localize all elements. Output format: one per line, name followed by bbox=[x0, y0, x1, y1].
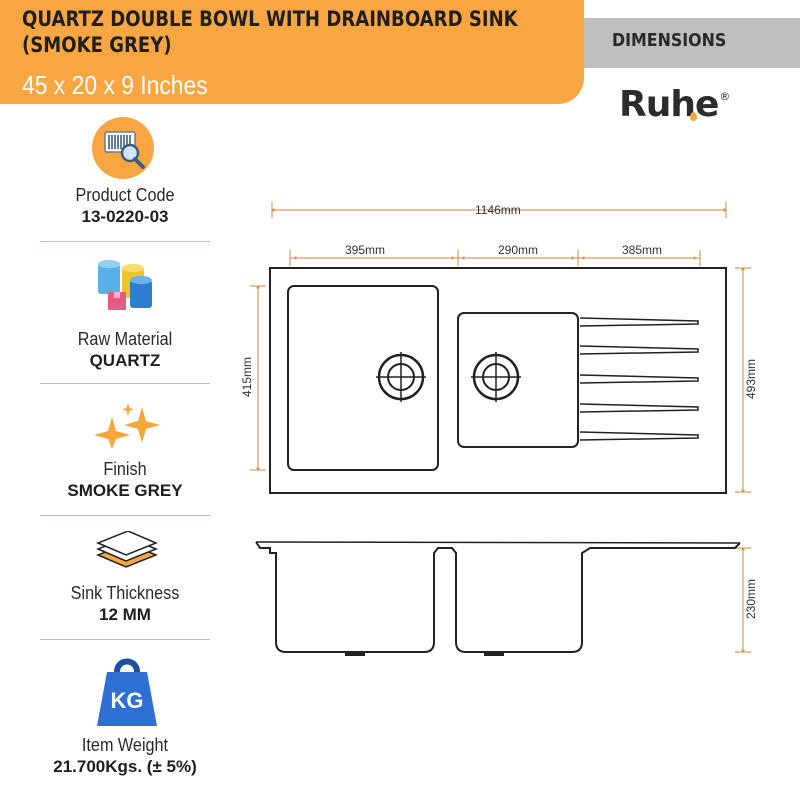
spec-label: Product Code bbox=[75, 185, 175, 205]
barcode-magnifier-icon bbox=[92, 117, 154, 179]
dimensions-tab bbox=[584, 18, 800, 68]
brand-logo: Ruhe® bbox=[619, 84, 730, 125]
material-barrels-icon bbox=[98, 260, 152, 310]
spec-finish: Finish SMOKE GREY bbox=[40, 458, 210, 502]
dimensions-label: DIMENSIONS bbox=[612, 30, 727, 51]
dim-right-bowl-width: 290mm bbox=[498, 243, 539, 257]
kg-label: KG bbox=[111, 688, 144, 713]
right-drain-outlet bbox=[484, 651, 504, 656]
divider bbox=[40, 383, 210, 384]
left-drain-outlet bbox=[345, 651, 365, 656]
title-line-1: QUARTZ DOUBLE BOWL WITH DRAINBOARD SINK bbox=[22, 7, 518, 31]
top-dimension-lines bbox=[250, 202, 751, 652]
divider bbox=[40, 515, 210, 516]
spec-product-code: Product Code 13-0220-03 bbox=[40, 184, 210, 228]
spec-sink-thickness: Sink Thickness 12 MM bbox=[40, 582, 210, 626]
layered-sheets-icon bbox=[96, 531, 158, 568]
dim-overall-width: 1146mm bbox=[475, 203, 521, 217]
spec-label: Finish bbox=[103, 459, 147, 479]
sink-top-view bbox=[269, 267, 727, 494]
spec-value: SMOKE GREY bbox=[67, 481, 183, 500]
spec-value: 13-0220-03 bbox=[81, 207, 169, 226]
spec-value: 21.700Kgs. (± 5%) bbox=[53, 757, 197, 776]
spec-label: Item Weight bbox=[81, 735, 169, 755]
spec-value: QUARTZ bbox=[89, 351, 161, 370]
divider bbox=[40, 241, 210, 242]
drainboard-grooves bbox=[579, 317, 699, 441]
dim-depth: 230mm bbox=[744, 578, 759, 620]
product-title: QUARTZ DOUBLE BOWL WITH DRAINBOARD SINK … bbox=[22, 6, 518, 58]
kg-weight-icon: KG bbox=[97, 658, 157, 726]
brand-name: Ruhe bbox=[619, 84, 719, 125]
logo-drop-icon bbox=[690, 112, 697, 121]
dim-overall-length: 493mm bbox=[744, 358, 759, 400]
spec-item-weight: Item Weight 21.700Kgs. (± 5%) bbox=[40, 734, 210, 778]
dim-bowl-length: 415mm bbox=[240, 356, 255, 398]
spec-value: 12 MM bbox=[99, 605, 151, 624]
dim-left-bowl-width: 395mm bbox=[345, 243, 386, 257]
spec-label: Raw Material bbox=[77, 329, 173, 349]
registered-mark: ® bbox=[719, 90, 730, 103]
product-size: 45 x 20 x 9 Inches bbox=[22, 70, 208, 100]
spec-raw-material: Raw Material QUARTZ bbox=[40, 328, 210, 372]
divider bbox=[40, 639, 210, 640]
dim-drainboard-width: 385mm bbox=[622, 243, 663, 257]
sparkle-stars-icon bbox=[94, 403, 160, 449]
title-line-2: (SMOKE GREY) bbox=[22, 33, 172, 57]
header-banner: QUARTZ DOUBLE BOWL WITH DRAINBOARD SINK … bbox=[0, 0, 584, 104]
spec-label: Sink Thickness bbox=[70, 583, 180, 603]
sink-side-view bbox=[255, 541, 741, 653]
